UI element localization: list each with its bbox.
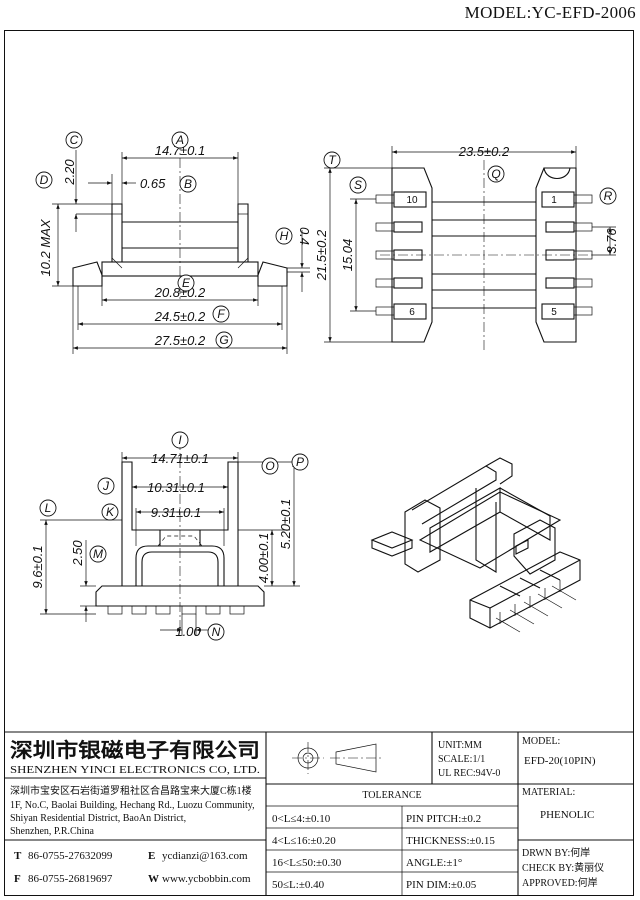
- checked-by: CHECK BY:黄丽仪: [522, 861, 604, 874]
- scale-spec: SCALE:1/1: [438, 754, 485, 765]
- dim-j-label: 10.31±0.1: [147, 480, 205, 495]
- address-line-1: 1F, No.C, Baolai Building, Hechang Rd., …: [10, 800, 255, 811]
- tolerance-thickness: THICKNESS:±0.15: [406, 835, 495, 847]
- dim-m-label: 2.50: [70, 540, 85, 567]
- pin-label-1: 1: [551, 195, 557, 206]
- balloon-e: E: [182, 276, 191, 290]
- email-letter: E: [148, 850, 155, 862]
- dim-e-label: 20.8±0.2: [154, 285, 206, 300]
- address-line-2: Shiyan Residential District, BaoAn Distr…: [10, 813, 186, 824]
- model-title: MODEL:YC-EFD-2006: [464, 3, 636, 22]
- dim-s-label: 15.04: [340, 239, 355, 272]
- tolerance-row-3: 16<L≤50:±0.30: [272, 857, 342, 869]
- balloon-o: O: [265, 459, 274, 473]
- model-value: EFD-20(10PIN): [524, 755, 596, 767]
- tel-number: 86-0755-27632099: [28, 850, 113, 862]
- tolerance-row-4: 50≤L:±0.40: [272, 879, 325, 891]
- balloon-q: Q: [491, 167, 500, 181]
- side-view: 14.71±0.1 10.31±0.1 9.31±0.1 4.00±0.1 5.…: [30, 431, 309, 641]
- balloon-r: R: [604, 189, 613, 203]
- front-view: 14.7±0.1 0.65 2.20 10.2 MAX 20.8±0.2 24.…: [38, 140, 312, 354]
- balloon-l: L: [45, 501, 52, 515]
- approved-by: APPROVED:何岸: [522, 876, 598, 889]
- tolerance-pin-dim: PIN DIM:±0.05: [406, 879, 477, 891]
- pin-label-6: 6: [409, 307, 415, 318]
- top-view: 10 6 1 5 23.5±0.2 21.5±0.2 15.04 3.76 T …: [314, 144, 619, 350]
- address-cn: 深圳市宝安区石岩街道罗租社区合昌路宝来大厦C栋1楼: [10, 784, 252, 797]
- tolerance-row-1: 0<L≤4:±0.10: [272, 813, 331, 825]
- dim-d-label: 10.2 MAX: [38, 218, 53, 276]
- balloon-s: S: [354, 178, 362, 192]
- fax-number: 86-0755-26819697: [28, 873, 113, 885]
- balloon-b: B: [184, 177, 192, 191]
- dim-k-label: 9.31±0.1: [151, 505, 202, 520]
- isometric-view: [370, 457, 581, 633]
- dim-t-label: 21.5±0.2: [314, 229, 329, 281]
- pin-label-5: 5: [551, 307, 557, 318]
- balloon-a: A: [175, 133, 184, 147]
- dim-n-label: 1.00: [175, 624, 201, 639]
- tolerance-row-2: 4<L≤16:±0.20: [272, 835, 336, 847]
- address-line-3: Shenzhen, P.R.China: [10, 826, 94, 837]
- dim-a-label: 14.7±0.1: [155, 143, 206, 158]
- model-label: MODEL:: [522, 736, 560, 747]
- tolerance-title: TOLERANCE: [362, 790, 421, 801]
- balloon-d: D: [40, 173, 49, 187]
- dim-l-label: 9.6±0.1: [30, 545, 45, 588]
- unit-spec: UNIT:MM: [438, 740, 482, 751]
- dim-i-label: 14.71±0.1: [151, 451, 209, 466]
- title-block: 深圳市银磁电子有限公司 SHENZHEN YINCI ELECTRONICS C…: [4, 731, 634, 896]
- balloon-n: N: [212, 625, 221, 639]
- dim-q-label: 23.5±0.2: [458, 144, 510, 159]
- balloon-k: K: [106, 505, 115, 519]
- balloon-t: T: [328, 153, 337, 167]
- fax-letter: F: [14, 873, 21, 885]
- tolerance-pin-pitch: PIN PITCH:±0.2: [406, 813, 481, 825]
- balloon-i: I: [178, 433, 182, 447]
- balloon-m: M: [93, 547, 103, 561]
- balloon-f: F: [217, 307, 225, 321]
- tolerance-angle: ANGLE:±1°: [406, 857, 462, 869]
- dim-p-label: 5.20±0.1: [278, 499, 293, 550]
- tel-letter: T: [14, 850, 22, 862]
- dim-c-label: 2.20: [62, 159, 77, 186]
- balloons-front: A C B D E F G H: [35, 131, 293, 349]
- dim-b-label: 0.65: [140, 176, 166, 191]
- company-name-cn: 深圳市银磁电子有限公司: [10, 738, 260, 762]
- email-address: ycdianzi@163.com: [162, 850, 248, 862]
- dim-r-label: 3.76: [604, 228, 619, 254]
- pin-label-10: 10: [406, 195, 418, 206]
- dim-g-label: 27.5±0.2: [154, 333, 206, 348]
- material-value: PHENOLIC: [540, 809, 594, 821]
- ul-spec: UL REC:94V-0: [438, 768, 500, 779]
- balloon-p: P: [296, 455, 304, 469]
- web-letter: W: [148, 873, 159, 885]
- company-name-en: SHENZHEN YINCI ELECTRONICS CO, LTD.: [10, 764, 260, 776]
- balloon-c: C: [70, 133, 79, 147]
- website: www.ycbobbin.com: [162, 873, 251, 885]
- dim-h-label: 0.4: [297, 227, 312, 245]
- drawing-frame: [4, 30, 634, 896]
- dim-o-label: 4.00±0.1: [256, 533, 271, 584]
- material-label: MATERIAL:: [522, 787, 575, 798]
- balloon-j: J: [102, 479, 110, 493]
- dim-f-label: 24.5±0.2: [154, 309, 206, 324]
- balloon-h: H: [280, 229, 289, 243]
- balloon-g: G: [219, 333, 228, 347]
- drawn-by: DRWN BY:何岸: [522, 846, 590, 859]
